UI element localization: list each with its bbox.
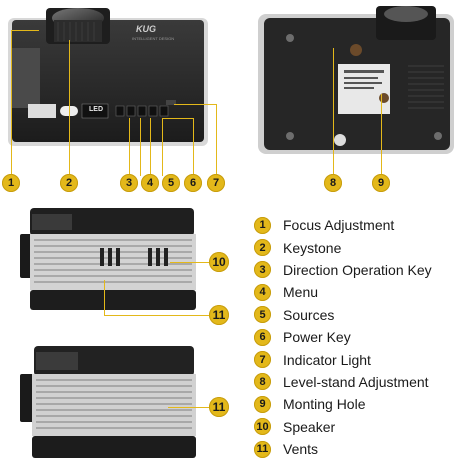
legend-item: 7 Indicator Light bbox=[254, 348, 464, 370]
callout-10: 10 bbox=[209, 252, 229, 272]
legend-number: 5 bbox=[254, 306, 271, 324]
projector-side-illustration-2 bbox=[20, 346, 196, 458]
legend-item: 6 Power Key bbox=[254, 326, 464, 348]
legend-label: Vents bbox=[283, 441, 319, 458]
projector-bottom-view bbox=[258, 6, 458, 158]
legend-number: 3 bbox=[254, 261, 271, 279]
legend-label: Direction Operation Key bbox=[283, 261, 432, 278]
callout-1-leader bbox=[11, 30, 12, 176]
legend-number: 2 bbox=[254, 239, 271, 257]
legend-number: 11 bbox=[254, 440, 271, 458]
callout-6-leader bbox=[162, 118, 163, 176]
callout-11: 11 bbox=[209, 305, 229, 325]
callout-6: 6 bbox=[184, 174, 202, 192]
callout-3: 3 bbox=[120, 174, 138, 192]
legend-number: 1 bbox=[254, 216, 271, 234]
callout-8: 8 bbox=[324, 174, 342, 192]
led-label: LED bbox=[89, 106, 103, 113]
legend-label: Level-stand Adjustment bbox=[283, 373, 429, 390]
callout-9: 9 bbox=[372, 174, 390, 192]
callout-3-leader bbox=[129, 118, 130, 176]
projector-top-view: KUG INTELLIGENT DESIGN LED bbox=[8, 8, 208, 146]
legend-item: 1 Focus Adjustment bbox=[254, 214, 464, 236]
legend-item: 5 Sources bbox=[254, 304, 464, 326]
callout-11-bottom: 11 bbox=[209, 397, 229, 417]
legend-item: 9 Monting Hole bbox=[254, 393, 464, 415]
legend-label: Menu bbox=[283, 284, 319, 301]
legend-item: 2 Keystone bbox=[254, 236, 464, 258]
callout-4-leader bbox=[140, 118, 141, 176]
callout-7-leader bbox=[174, 104, 217, 105]
callout-7: 7 bbox=[207, 174, 225, 192]
brand-logo: KUG bbox=[136, 24, 156, 34]
legend-label: Power Key bbox=[283, 329, 351, 346]
callout-11a-leader-h bbox=[104, 315, 210, 316]
legend-item: 11 Vents bbox=[254, 438, 464, 460]
callout-11b-leader bbox=[168, 407, 210, 408]
legend-label: Focus Adjustment bbox=[283, 217, 395, 234]
callout-9-leader bbox=[381, 94, 382, 176]
projector-side-view-2 bbox=[20, 344, 202, 462]
legend: 1 Focus Adjustment 2 Keystone 3 Directio… bbox=[254, 214, 464, 460]
callout-4: 4 bbox=[141, 174, 159, 192]
legend-number: 8 bbox=[254, 373, 271, 391]
legend-item: 3 Direction Operation Key bbox=[254, 259, 464, 281]
callout-8-leader bbox=[333, 48, 334, 176]
legend-label: Keystone bbox=[283, 239, 342, 256]
projector-side-illustration-1 bbox=[20, 208, 196, 310]
projector-top-illustration bbox=[8, 8, 208, 146]
legend-label: Speaker bbox=[283, 418, 336, 435]
callout-5: 5 bbox=[162, 174, 180, 192]
legend-item: 8 Level-stand Adjustment bbox=[254, 371, 464, 393]
legend-item: 4 Menu bbox=[254, 281, 464, 303]
legend-number: 6 bbox=[254, 328, 271, 346]
legend-number: 10 bbox=[254, 418, 271, 436]
callout-1: 1 bbox=[2, 174, 20, 192]
legend-number: 4 bbox=[254, 283, 271, 301]
legend-label: Indicator Light bbox=[283, 351, 371, 368]
legend-label: Monting Hole bbox=[283, 396, 366, 413]
projector-side-view-1 bbox=[20, 204, 202, 314]
callout-6-leader-h bbox=[162, 118, 194, 119]
legend-item: 10 Speaker bbox=[254, 416, 464, 438]
callout-10-leader bbox=[170, 262, 210, 263]
legend-label: Sources bbox=[283, 306, 335, 323]
callout-2: 2 bbox=[60, 174, 78, 192]
callout-5-leader bbox=[150, 118, 151, 176]
callout-11a-leader bbox=[104, 280, 105, 316]
callout-1-leader-h bbox=[11, 30, 39, 31]
callout-6-leader-v bbox=[193, 118, 194, 176]
brand-subline: INTELLIGENT DESIGN bbox=[132, 36, 175, 41]
callout-7-leader-v bbox=[216, 104, 217, 176]
legend-number: 7 bbox=[254, 351, 271, 369]
callout-2-leader bbox=[69, 40, 70, 176]
projector-bottom-illustration bbox=[258, 6, 454, 154]
legend-number: 9 bbox=[254, 395, 271, 413]
